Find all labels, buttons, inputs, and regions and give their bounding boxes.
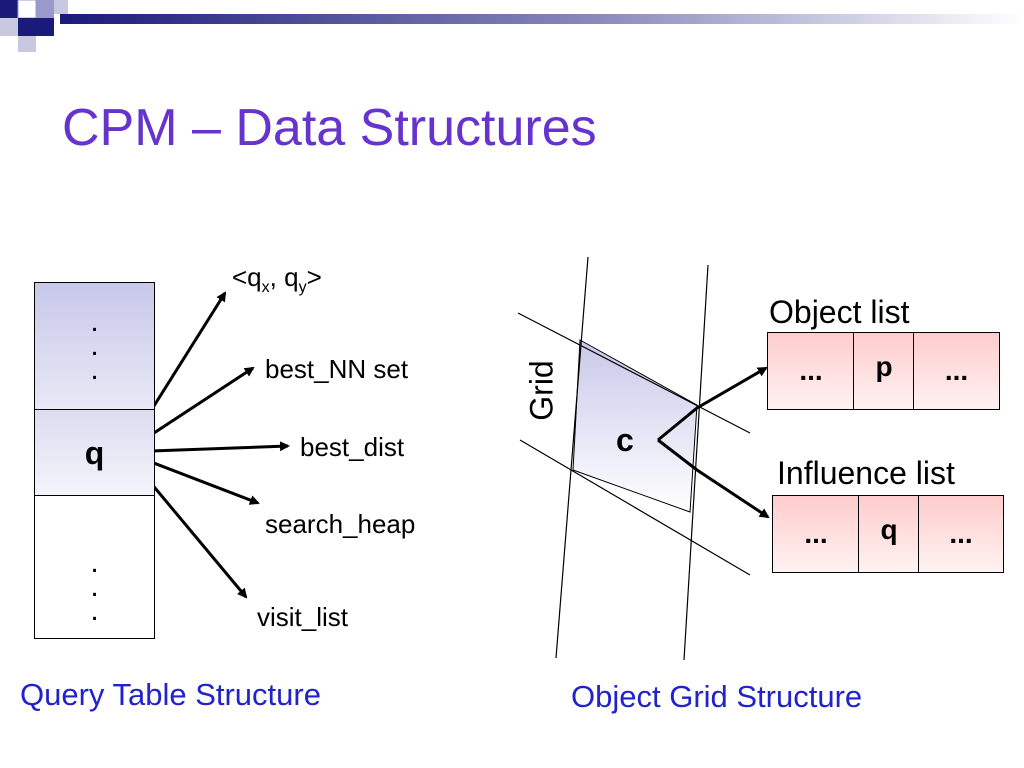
arrow-to-influence-list [657,438,770,519]
dot: . [90,329,99,362]
arrow-to-object-list [657,366,768,442]
object-grid-caption: Object Grid Structure [571,679,863,714]
slide-title: CPM – Data Structures [62,99,597,157]
query-table-caption: Query Table Structure [20,677,321,712]
influence-list-cell: q [858,495,920,573]
query-table-bottom-section: . . . [34,495,155,639]
grid-cell-c [572,339,698,513]
cell-arrows [657,366,770,519]
object-list-title: Object list [769,294,910,330]
search-heap-label: search_heap [265,509,416,539]
query-table-top-section: . . . [34,282,155,410]
query-table-q-row: q [34,409,155,496]
header-decoration [0,0,1024,52]
dot: . [90,570,99,603]
best-nn-label: best_NN set [265,354,409,384]
query-row-label: q [84,434,105,471]
dot: . [90,353,99,386]
visit-list-label: visit_list [257,602,349,632]
object-list-cell: ... [913,332,1000,410]
dot: . [90,305,99,338]
best-dist-label: best_dist [300,432,405,462]
influence-list-title: Influence list [777,455,955,491]
coord-label: <qx, qy> [232,262,322,296]
dot: . [90,594,99,627]
influence-list-cell: ... [918,495,1004,573]
grid-lines [517,256,751,661]
object-list-cell: ... [767,332,855,410]
influence-list-cell: ... [772,495,860,573]
dot: . [90,546,99,579]
object-list-cell: p [853,332,915,410]
cell-c-label: c [616,422,634,458]
grid-label: Grid [523,360,560,421]
